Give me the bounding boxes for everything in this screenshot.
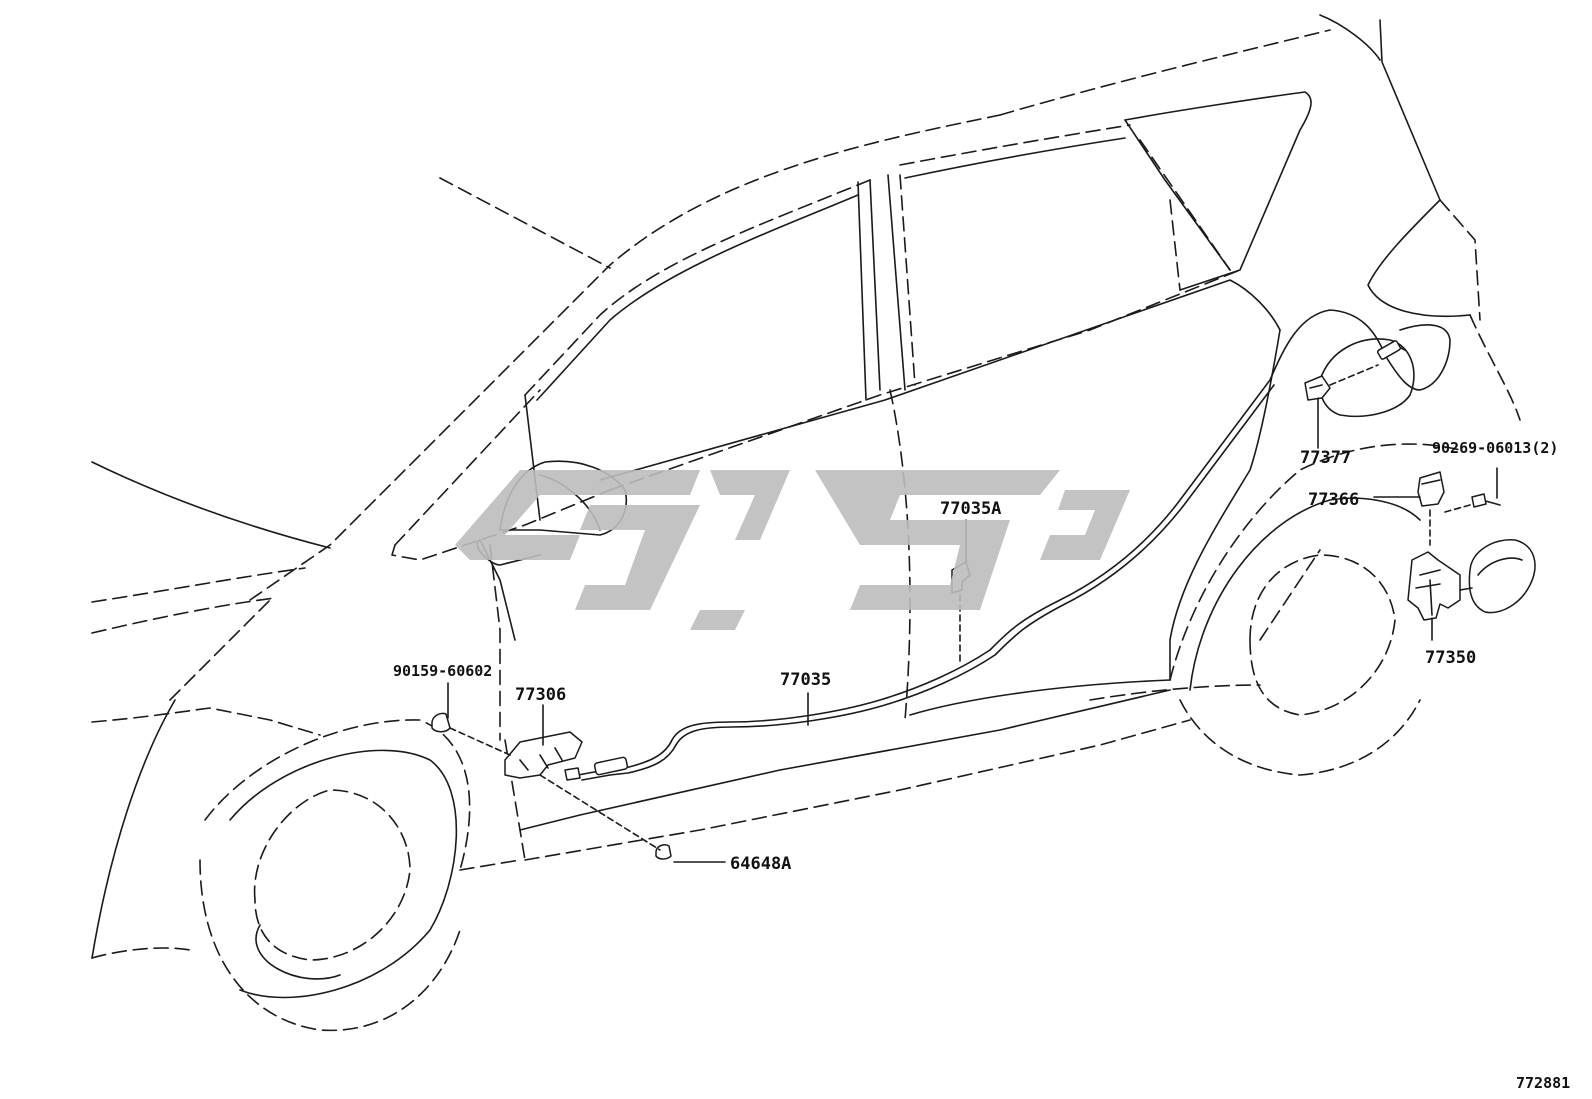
screw-90269-06013 [1444,493,1501,513]
lever-bracket-77306 [504,731,583,781]
clip-90159-60602 [431,712,511,756]
diagram-id: 772881 [1516,1074,1570,1092]
cable-holder-77377 [1304,364,1379,401]
housing-77366 [1417,471,1445,546]
label-90269-06013[interactable]: 90269-06013(2) [1432,439,1558,457]
fuel-lid-77350 [1407,539,1536,621]
label-77377[interactable]: 77377 [1300,448,1351,468]
fuel-lid-cable-77035 [577,309,1451,781]
label-90159-60602[interactable]: 90159-60602 [393,662,492,680]
clip-64648A [539,774,672,860]
label-77035A[interactable]: 77035A [940,499,1001,519]
car-body-outline [91,14,1521,1032]
part-labels: 77377 90269-06013(2) 77366 77350 77035A … [393,439,1558,874]
label-64648A[interactable]: 64648A [730,854,791,874]
label-77366[interactable]: 77366 [1308,490,1359,510]
label-77350[interactable]: 77350 [1425,648,1476,668]
label-77035[interactable]: 77035 [780,670,831,690]
label-77306[interactable]: 77306 [515,685,566,705]
watermark-logo [455,470,1130,630]
